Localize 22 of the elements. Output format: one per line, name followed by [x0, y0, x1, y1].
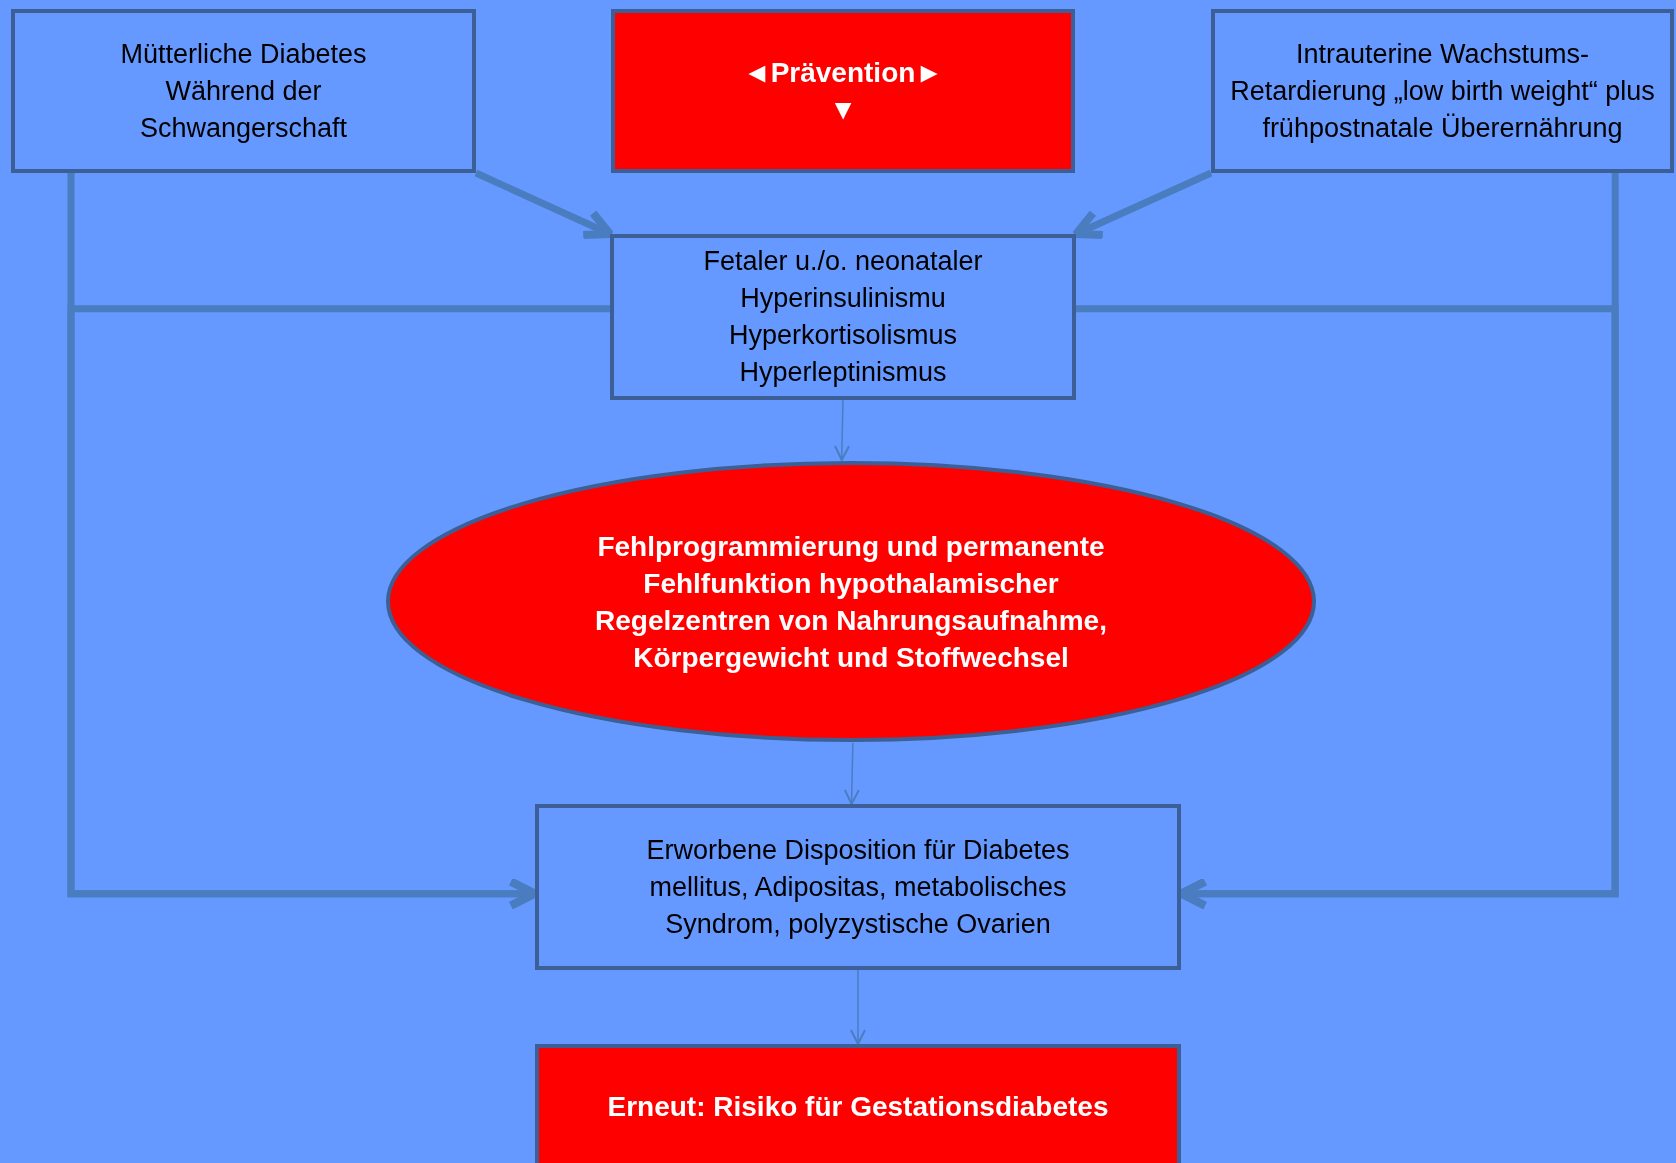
node-label: Erneut: Risiko für Gestationsdiabetes	[607, 1090, 1109, 1124]
arrow	[1072, 169, 1213, 240]
node-label: Erworbene Disposition für Diabetes mellitus, Adipositas, metabolisches Syndrom, polyzystische Ovarien	[645, 833, 1071, 941]
node-label: Fehlprogrammierung und permanente Fehlfunktion hypothalamischer Regelzentren von Nahrungsaufnahme, Körpergewicht und Stoffwechsel	[594, 529, 1108, 675]
node-label: ◄Prävention►	[742, 56, 944, 90]
node-label: Fetaler u./o. neonataler Hyperinsulinismu Hyperkortisolismus Hyperleptinismus	[702, 245, 984, 389]
process-box	[1211, 9, 1674, 173]
arrow	[67, 305, 610, 910]
highlight-box	[611, 9, 1075, 173]
process-box	[11, 9, 476, 173]
arrow	[834, 399, 850, 462]
node-label: Mütterliche Diabetes Während der Schwangerschaft	[119, 37, 368, 145]
arrow	[1076, 305, 1619, 910]
process-box	[610, 234, 1076, 400]
node-label: ▼	[829, 93, 857, 127]
arrow	[474, 169, 614, 239]
arrow	[850, 969, 866, 1045]
highlight-box	[535, 1044, 1181, 1163]
node-label: Intrauterine Wachstums- Retardierung „low birth weight“ plus frühpostnatale Überernährung	[1229, 37, 1656, 145]
process-box	[535, 804, 1181, 970]
process-ellipse	[385, 460, 1317, 743]
arrow	[843, 742, 860, 805]
